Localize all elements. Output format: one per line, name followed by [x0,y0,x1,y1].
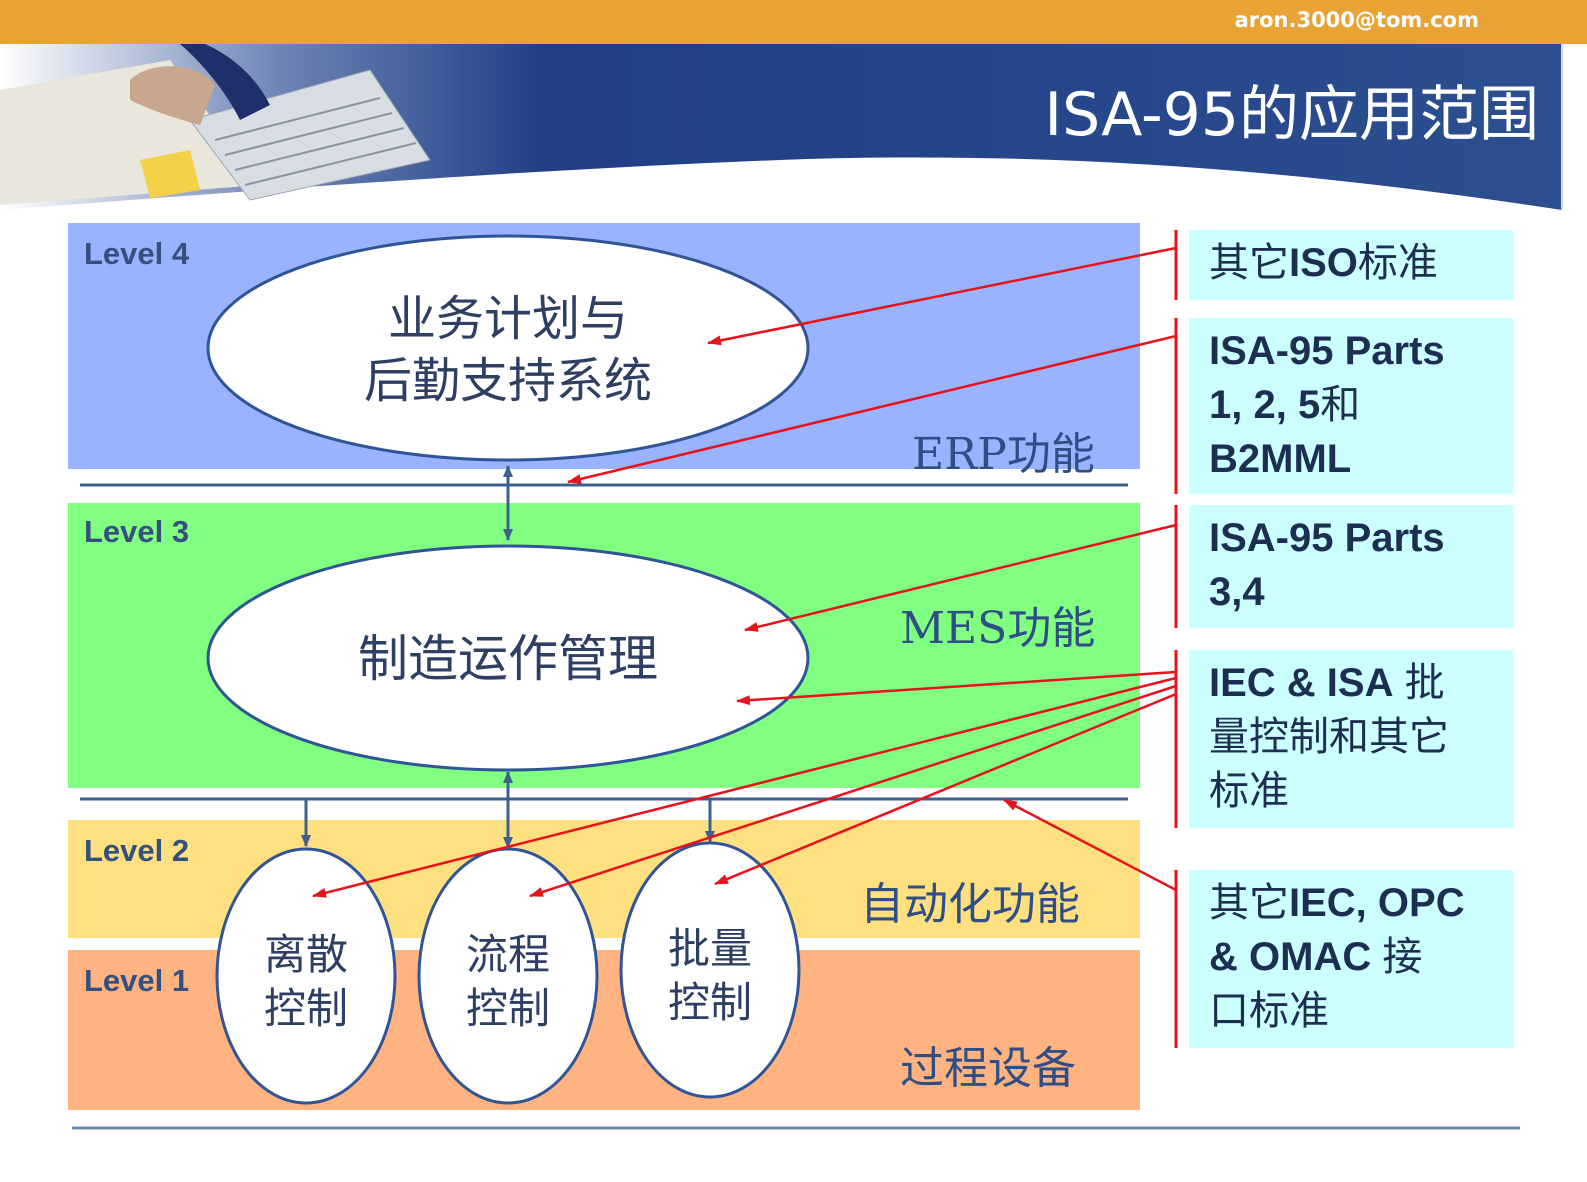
author-email: aron.3000@tom.com [1234,8,1479,32]
arrow-iec-isa-discrete [312,676,1177,898]
arrow-other-iso [707,246,1177,346]
standard-box-isa95-parts-3-4: ISA-95 Parts 3,4 [1189,505,1513,628]
standard-box-isa95-parts-1-2-5: ISA-95 Parts 1, 2, 5和 B2MML [1189,318,1513,494]
standard-text-run: 标准 [1357,241,1438,285]
arrow-iec-isa-continuous [529,684,1177,898]
discrete-control-line2: 控制 [263,984,348,1033]
standard-text-run: 其它 [1209,881,1289,925]
standard-text-run: 1, 2, 5 [1209,383,1321,427]
mfg-operations-node [206,544,810,772]
standard-text: 其它ISO标准 [1209,236,1501,290]
standard-text-run: 批 [1393,661,1445,705]
mes-function-label: MES功能 [900,603,1096,654]
slide-title: ISA-95的应用范围 [1044,80,1539,150]
keyboard-photo-icon [0,44,431,205]
standard-text: ISA-95 Parts 3,4 [1209,511,1501,619]
business-planning-text: 业务计划与 后勤支持系统 [308,288,708,412]
discrete-control-text: 离散 控制 [246,928,366,1036]
standard-text-run: 接 [1371,935,1423,979]
standard-text-run: 口标准 [1209,989,1329,1033]
standard-text-run: & OMAC [1209,935,1372,979]
continuous-control-node [417,847,599,1105]
business-planning-line2: 后勤支持系统 [363,353,652,409]
arrow-isa95-3-4 [744,523,1177,632]
process-equipment-label: 过程设备 [900,1043,1076,1094]
level1-label: Level 1 [84,963,190,998]
mfg-operations-text: 制造运作管理 [358,630,658,688]
business-planning-node [206,234,810,462]
arrow-iec-isa-batch [714,692,1177,886]
standard-text-run: B2MML [1209,437,1352,481]
standard-text-run: IEC & ISA [1209,661,1394,705]
standard-text-run: 其它 [1209,241,1289,285]
batch-control-line2: 控制 [667,978,752,1027]
batch-control-line1: 批量 [667,924,752,973]
standard-text-run: 和 [1320,383,1361,427]
standard-text-run: 标准 [1209,769,1289,813]
standard-text-run: 量控制和其它 [1209,715,1449,759]
continuous-control-text: 流程 控制 [448,928,568,1036]
standard-text: 其它IEC, OPC & OMAC 接口标准 [1209,876,1501,1038]
arrow-other-iec-opc [1003,798,1177,892]
level3-label: Level 3 [84,514,190,549]
arrow-iec-isa-mes [736,670,1177,706]
level4-label: Level 4 [84,236,190,271]
discrete-control-node [215,847,397,1105]
discrete-control-line1: 离散 [263,930,348,979]
standard-text: ISA-95 Parts 1, 2, 5和 B2MML [1209,324,1501,486]
top-bar [0,0,1587,44]
standard-text-run: 3,4 [1209,570,1265,614]
standard-text-run: IEC, OPC [1289,881,1465,925]
standard-text-run: ISO [1289,241,1358,285]
standard-text-run: ISA-95 Parts [1209,329,1445,373]
continuous-control-line2: 控制 [465,984,550,1033]
erp-function-label: ERP功能 [912,429,1095,480]
automation-function-label: 自动化功能 [860,879,1080,930]
standard-box-other-iec-opc-omac: 其它IEC, OPC & OMAC 接口标准 [1189,870,1513,1048]
batch-control-text: 批量 控制 [650,922,770,1030]
batch-control-node [619,841,801,1099]
standard-text-run: ISA-95 Parts [1209,516,1445,560]
standard-box-other-iso: 其它ISO标准 [1189,230,1513,300]
continuous-control-line1: 流程 [465,930,550,979]
arrow-isa95-1-2-5 [567,334,1177,484]
standard-box-iec-isa-batch: IEC & ISA 批量控制和其它标准 [1189,650,1513,828]
level2-label: Level 2 [84,833,190,868]
standard-text: IEC & ISA 批量控制和其它标准 [1209,656,1501,818]
business-planning-line1: 业务计划与 [387,291,628,347]
